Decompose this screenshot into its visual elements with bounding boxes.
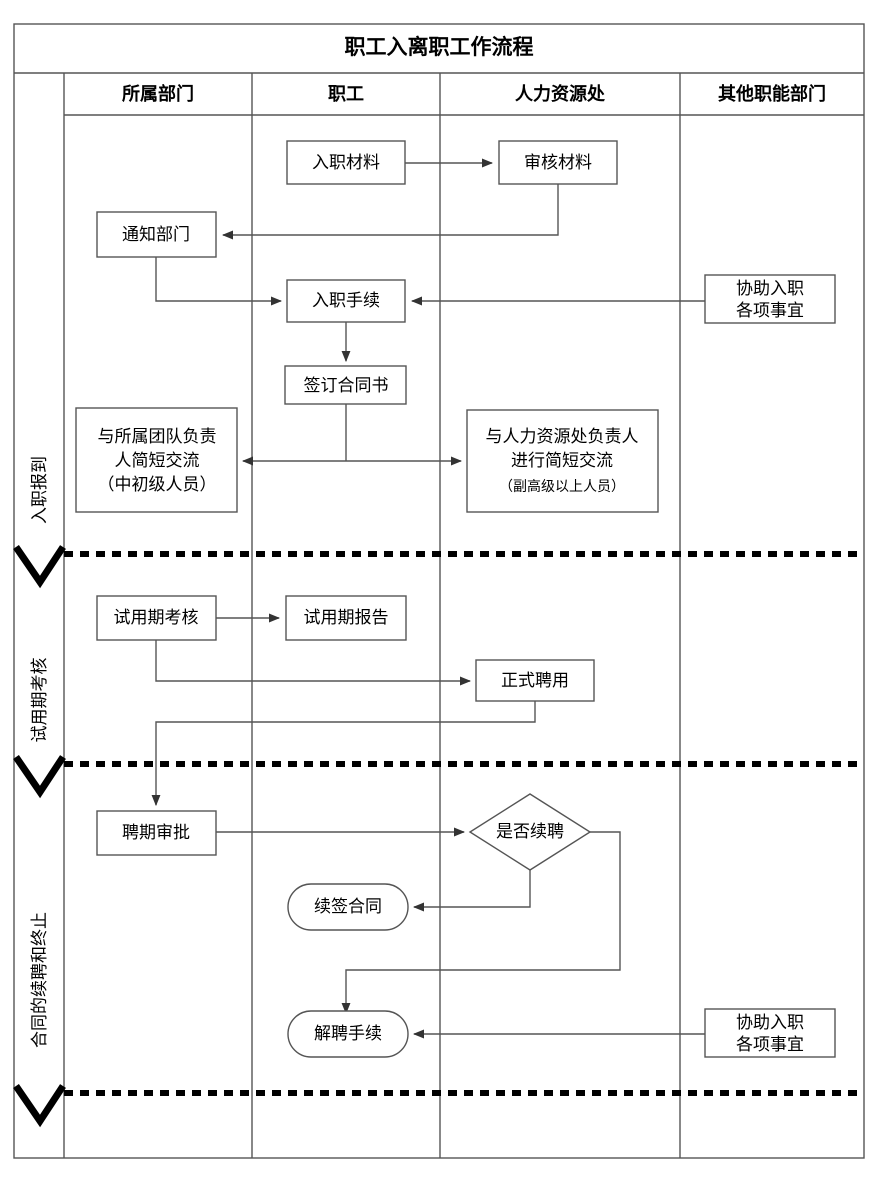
edge-n2-n3 xyxy=(221,184,559,240)
node-shifou-xupin-label: 是否续聘 xyxy=(496,822,564,842)
node-jiepin-shouxu[interactable]: 解聘手续 xyxy=(287,1010,409,1058)
node-xiezhu-ruzhi-onboarding-line2: 各项事宜 xyxy=(736,301,804,321)
node-xiezhu-ruzhi-renewal-line2: 各项事宜 xyxy=(736,1035,804,1055)
node-tongzhi-bumen[interactable]: 通知部门 xyxy=(96,211,217,258)
node-shenhe-cailiao-label: 审核材料 xyxy=(524,153,592,173)
node-hr-jiaoliu[interactable]: 与人力资源处负责人 进行简短交流 （副高级以上人员） xyxy=(466,409,659,513)
node-tuandui-jiaoliu-line3: （中初级人员） xyxy=(98,475,217,495)
node-hr-jiaoliu-line2: 进行简短交流 xyxy=(511,451,613,471)
node-hr-jiaoliu-line3: （副高级以上人员） xyxy=(499,478,625,495)
node-shiyongqi-baogao-label: 试用期报告 xyxy=(304,608,389,628)
edge-n6-n7-n8 xyxy=(241,404,463,466)
node-ruzhi-shouxu[interactable]: 入职手续 xyxy=(286,279,406,323)
node-jiepin-shouxu-label: 解聘手续 xyxy=(314,1024,382,1044)
phase-label-probation: 试用期考核 xyxy=(30,658,50,743)
column-header-hr: 人力资源处 xyxy=(515,83,606,105)
node-ruzhi-cailiao-label: 入职材料 xyxy=(312,153,380,173)
column-header-employee: 职工 xyxy=(328,84,364,105)
node-zhengshi-pinyong[interactable]: 正式聘用 xyxy=(475,659,595,702)
phase-chevron-1-icon xyxy=(13,545,66,589)
node-pinqi-shenpi[interactable]: 聘期审批 xyxy=(96,810,217,856)
phase-label-onboarding: 入职报到 xyxy=(30,456,50,524)
table-frame xyxy=(13,23,865,1159)
node-tongzhi-bumen-label: 通知部门 xyxy=(122,225,190,245)
node-xiezhu-ruzhi-renewal-line1: 协助入职 xyxy=(736,1013,804,1033)
phase-label-probation-text: 试用期考核 xyxy=(30,658,50,743)
node-xiezhu-ruzhi-renewal[interactable]: 协助入职 各项事宜 xyxy=(704,1008,836,1058)
node-shenhe-cailiao[interactable]: 审核材料 xyxy=(498,140,618,185)
node-ruzhi-cailiao[interactable]: 入职材料 xyxy=(286,140,406,185)
edge-n13-n15 xyxy=(341,831,621,1015)
node-xiezhu-ruzhi-onboarding-line1: 协助入职 xyxy=(736,279,804,299)
node-xuqian-hetong-label: 续签合同 xyxy=(314,897,382,917)
node-zhengshi-pinyong-label: 正式聘用 xyxy=(501,671,569,691)
phase-label-renewal: 合同的续聘和终止 xyxy=(30,912,50,1048)
node-shifou-xupin-decision[interactable]: 是否续聘 xyxy=(468,793,592,871)
edge-n3-n4 xyxy=(155,257,283,306)
phase-chevron-3-icon xyxy=(13,1084,66,1128)
node-shiyongqi-kaohe[interactable]: 试用期考核 xyxy=(96,595,217,641)
edge-n13-n14 xyxy=(412,870,531,912)
phase-label-renewal-text: 合同的续聘和终止 xyxy=(30,912,50,1048)
node-ruzhi-shouxu-label: 入职手续 xyxy=(312,291,380,311)
node-tuandui-jiaoliu-line1: 与所属团队负责 xyxy=(98,427,217,447)
phase-chevron-2-icon xyxy=(13,755,66,799)
node-qianding-hetongshu[interactable]: 签订合同书 xyxy=(284,365,407,405)
node-qianding-hetongshu-label: 签订合同书 xyxy=(304,376,389,396)
phase-label-onboarding-text: 入职报到 xyxy=(30,456,50,524)
node-tuandui-jiaoliu-line2: 人简短交流 xyxy=(115,451,200,471)
column-header-dept: 所属部门 xyxy=(122,83,194,105)
edge-n11-n12 xyxy=(151,701,536,807)
node-pinqi-shenpi-label: 聘期审批 xyxy=(122,823,190,843)
node-hr-jiaoliu-line1: 与人力资源处负责人 xyxy=(486,427,639,447)
column-header-other: 其他职能部门 xyxy=(718,83,826,105)
edge-n9-n11 xyxy=(155,640,472,686)
node-xiezhu-ruzhi-onboarding[interactable]: 协助入职 各项事宜 xyxy=(704,274,836,324)
page-title: 职工入离职工作流程 xyxy=(345,35,534,59)
node-shiyongqi-kaohe-label: 试用期考核 xyxy=(114,608,199,628)
node-shiyongqi-baogao[interactable]: 试用期报告 xyxy=(285,595,407,641)
node-xuqian-hetong[interactable]: 续签合同 xyxy=(287,883,409,931)
node-tuandui-jiaoliu[interactable]: 与所属团队负责 人简短交流 （中初级人员） xyxy=(75,407,238,513)
